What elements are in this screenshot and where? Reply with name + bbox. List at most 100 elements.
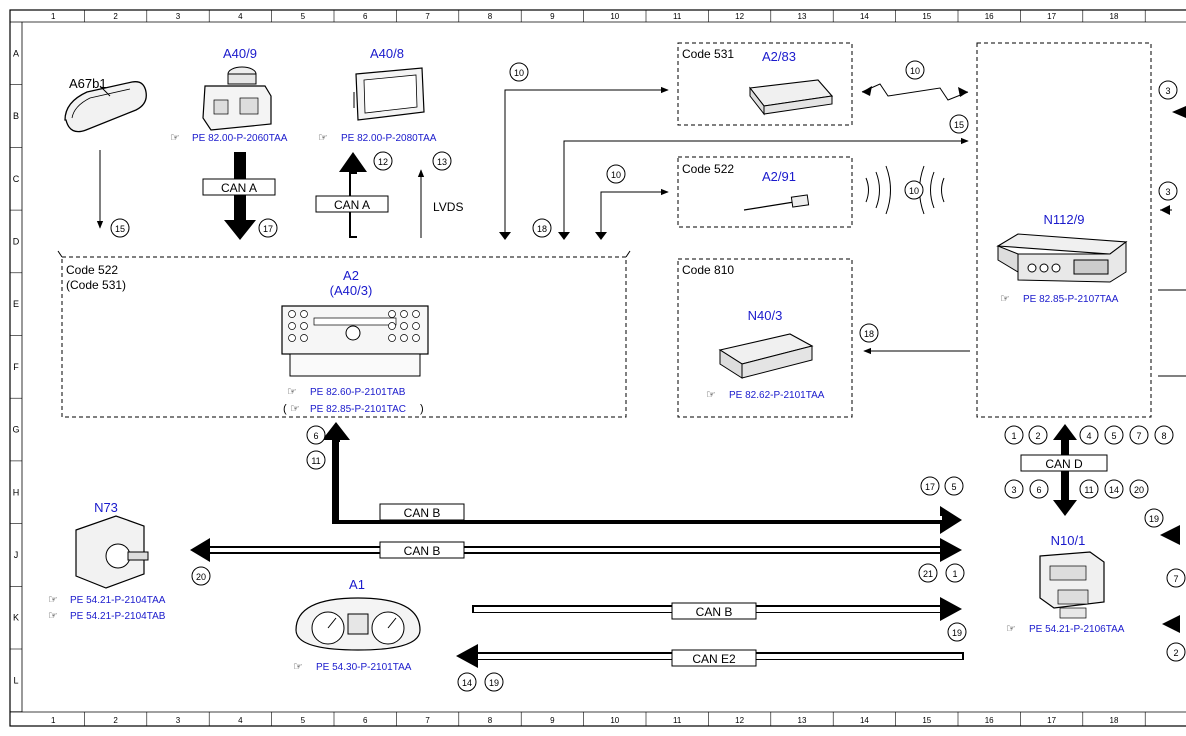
can-a-label-box [202,178,276,196]
number-2: 2 [1035,431,1040,441]
a40-8-ref: PE 82.00-P-2080TAA [341,133,437,144]
can-d-circle [1129,425,1149,445]
n40-3-amplifier [718,333,814,379]
can-d-circle [1079,479,1099,499]
grid-column-markers: 1122334455667788991010111112121313141415… [51,10,1146,726]
grid-col-17: 17 [1047,12,1056,21]
ref-pointer-icon: ☞ [318,132,328,144]
a2-91-code: Code 522 [682,162,734,176]
number-21: 21 [923,569,933,579]
number-19: 19 [952,628,962,638]
can-a-label: CAN A [221,181,257,195]
number-14: 14 [462,678,472,688]
number-15: 15 [115,224,125,234]
number-10: 10 [910,66,920,76]
a40-8-display [353,67,425,121]
grid-row-H: H [13,487,20,497]
number-10: 10 [514,68,524,78]
grid-col-14: 14 [860,716,869,725]
can-d-circle [1104,479,1124,499]
can-d-circle [1028,425,1048,445]
grid-col-3: 3 [176,716,181,725]
grid-row-B: B [13,111,19,121]
grid-col-13: 13 [798,12,807,21]
n73-label: N73 [94,500,118,515]
number-6: 6 [1036,485,1041,495]
ref-pointer-icon: ☞ [1000,293,1010,305]
grid-col-9: 9 [550,12,555,21]
number-1: 1 [952,569,957,579]
a2-91-antenna [743,194,810,211]
number-10: 10 [611,170,621,180]
a2-paren-close: ) [420,403,424,415]
a40-9-label: A40/9 [223,46,257,61]
a2-dashed-box [61,256,627,418]
ref-pointer-icon: ☞ [48,610,58,622]
number-14: 14 [1109,485,1119,495]
number-13: 13 [437,157,447,167]
n40-3-label: N40/3 [748,308,783,323]
number-3: 3 [1165,86,1170,96]
circle-15 [110,218,130,238]
number-7: 7 [1173,574,1178,584]
ref-pointer-icon: ☞ [48,594,58,606]
grid-col-7: 7 [425,716,430,725]
grid-col-7: 7 [425,12,430,21]
ref-pointer-icon: ☞ [1006,623,1016,635]
grid-col-4: 4 [238,716,243,725]
ref-pointer-icon: ☞ [706,389,716,401]
a40-9-controller [202,66,272,131]
a2-code-label: Code 522 [66,263,118,277]
number-20: 20 [196,572,206,582]
can-d-circle [1104,425,1124,445]
can-a-label-2: CAN A [334,198,370,212]
ref-pointer-icon: ☞ [287,386,297,398]
n40-3-ref: PE 82.62-P-2101TAA [729,390,825,401]
n73-ignition-switch [75,515,149,589]
grid-col-12: 12 [735,716,744,725]
ref-pointer-icon: ☞ [170,132,180,144]
can-d-circle [1129,479,1149,499]
number-19: 19 [1149,514,1159,524]
can-d-circle [1079,425,1099,445]
grid-col-2: 2 [113,12,118,21]
number-2: 2 [1173,648,1178,658]
n40-3-dashed-box [677,258,853,418]
number-1: 1 [1011,431,1016,441]
can-b-label-2: CAN B [404,544,441,558]
path-10-a2-91 [600,188,669,238]
number-7: 7 [1136,431,1141,441]
number-10: 10 [909,186,919,196]
a2-paren-open: ( [283,403,287,415]
grid-col-9: 9 [550,716,555,725]
a2-ref2: PE 82.85-P-2101TAC [310,404,406,415]
number-15: 15 [954,120,964,130]
n112-9-ref: PE 82.85-P-2107TAA [1023,294,1119,305]
a2-91-label: A2/91 [762,169,796,184]
grid-row-L: L [13,675,18,685]
can-e2-label: CAN E2 [692,652,736,666]
number-18: 18 [864,329,874,339]
grid-col-13: 13 [798,716,807,725]
can-d-circle [1154,425,1174,445]
number-17: 17 [263,224,273,234]
number-12: 12 [378,157,388,167]
can-b-label: CAN B [404,506,441,520]
grid-col-18: 18 [1110,716,1119,725]
grid-col-14: 14 [860,12,869,21]
number-5: 5 [951,482,956,492]
number-19: 19 [489,678,499,688]
a67b1-label: A67b1 [69,76,107,91]
grid-row-E: E [13,299,19,309]
grid-col-8: 8 [488,716,493,725]
number-3: 3 [1165,187,1170,197]
grid-col-16: 16 [985,716,994,725]
a1-ref: PE 54.30-P-2101TAA [316,662,412,673]
can-d-circle [1004,479,1024,499]
grid-col-16: 16 [985,12,994,21]
can-b-label-3: CAN B [696,605,733,619]
a2-83-code: Code 531 [682,47,734,61]
a40-9-ref: PE 82.00-P-2060TAA [192,133,288,144]
number-11: 11 [1084,485,1093,495]
grid-col-10: 10 [610,716,619,725]
